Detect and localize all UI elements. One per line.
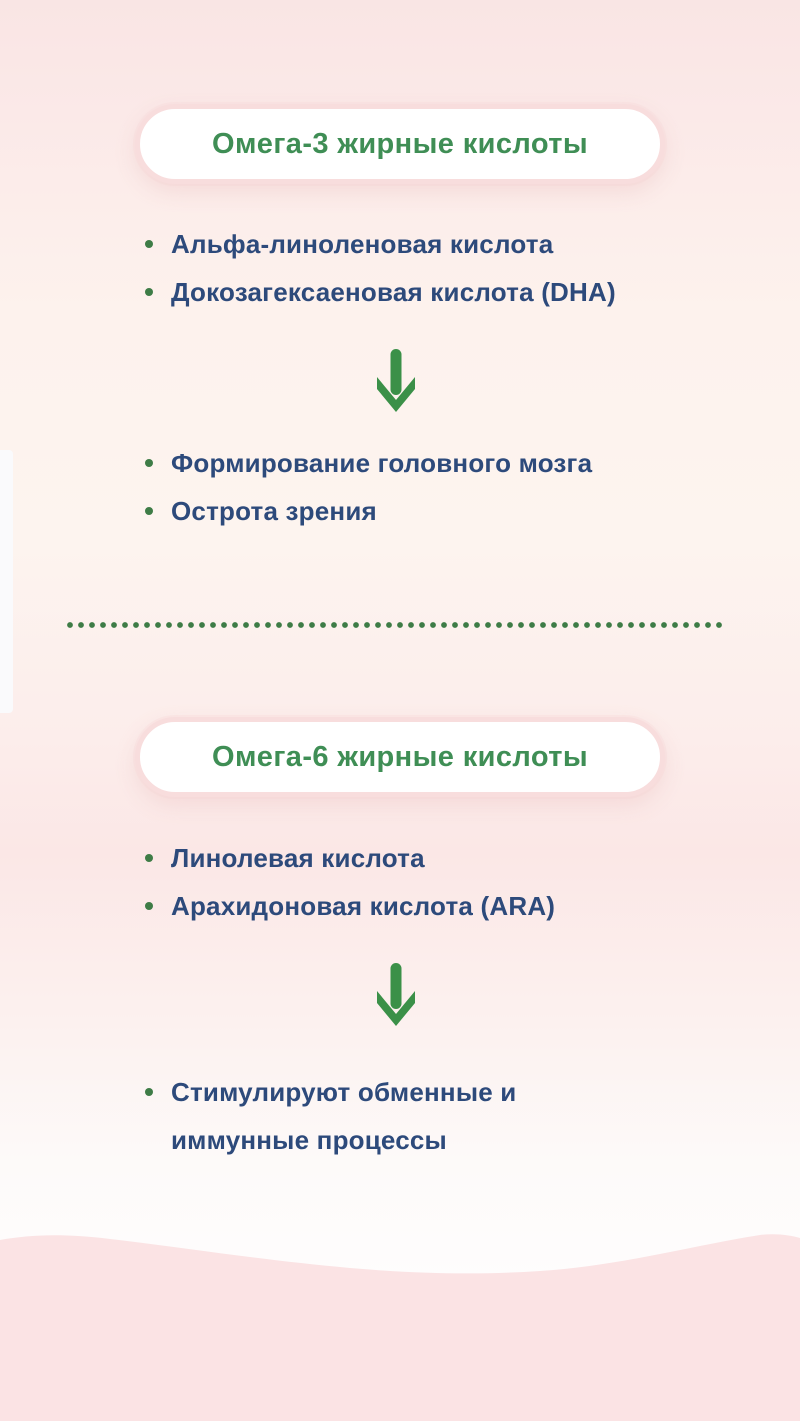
omega3-title: Омега-3 жирные кислоты bbox=[211, 127, 589, 160]
list-item: Альфа-линоленовая кислота bbox=[138, 220, 616, 268]
left-edge-strip bbox=[0, 450, 13, 713]
omega6-effects-list: Стимулируют обменные и иммунные процессы bbox=[138, 1068, 658, 1164]
list-item: Линолевая кислота bbox=[138, 834, 555, 882]
omega3-header-pill: Омега-3 жирные кислоты bbox=[135, 104, 665, 184]
omega3-acids-list: Альфа-линоленовая кислота Докозагексаено… bbox=[138, 220, 616, 316]
dotted-divider bbox=[66, 621, 723, 629]
list-item: Формирование головного мозга bbox=[138, 439, 592, 487]
list-item: Стимулируют обменные и иммунные процессы bbox=[138, 1068, 658, 1164]
list-item: Арахидоновая кислота (ARA) bbox=[138, 882, 555, 930]
down-arrow-icon bbox=[377, 962, 415, 1028]
omega3-effects-list: Формирование головного мозга Острота зре… bbox=[138, 439, 592, 535]
omega6-title: Омега-6 жирные кислоты bbox=[211, 740, 589, 773]
bottom-wave-decoration bbox=[0, 1230, 800, 1421]
omega6-acids-list: Линолевая кислота Арахидоновая кислота (… bbox=[138, 834, 555, 930]
list-item: Докозагексаеновая кислота (DHA) bbox=[138, 268, 616, 316]
omega6-header-pill: Омега-6 жирные кислоты bbox=[135, 717, 665, 797]
down-arrow-icon bbox=[377, 348, 415, 414]
list-item: Острота зрения bbox=[138, 487, 592, 535]
